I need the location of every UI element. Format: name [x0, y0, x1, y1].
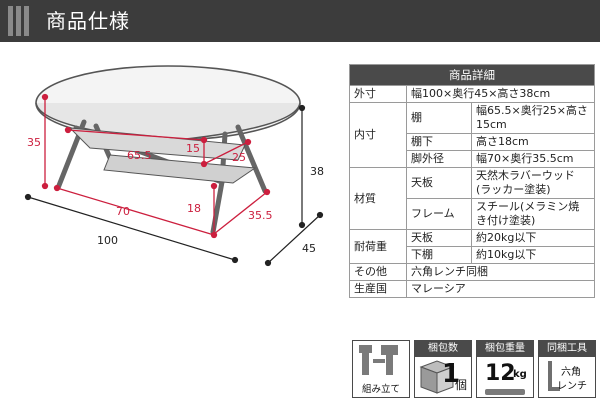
spec-value: マレーシア: [406, 280, 595, 298]
spec-row: 材質 天板 天然木ラバーウッド(ラッカー塗装): [349, 167, 595, 230]
spec-sublabel: 棚下: [406, 133, 472, 151]
spec-label: 材質: [349, 167, 407, 230]
label-shelf-width: 65.5: [127, 149, 152, 162]
spec-sublabel: 天板: [406, 167, 472, 199]
header-stripe: [8, 6, 13, 36]
spec-value: 天然木ラバーウッド(ラッカー塗装): [471, 167, 595, 199]
label-shelf-height: 15: [186, 142, 200, 155]
label-total-depth: 45: [302, 242, 316, 255]
label-leg-depth: 35.5: [248, 209, 273, 222]
red-dimension-lines: [41, 93, 271, 239]
scale-icon: [485, 389, 525, 395]
included-tool-badge: 同梱工具 六角 レンチ: [538, 340, 596, 398]
spec-label: 内寸: [349, 102, 407, 168]
spec-value: 幅70×奥行35.5cm: [471, 150, 595, 168]
spec-sublabel: 棚: [406, 102, 472, 134]
package-count-unit: 個: [455, 378, 468, 392]
info-badges: 組み立て 梱包数 1 個 梱包重量 12 kg 同梱工具 六角 レンチ: [352, 340, 598, 402]
overall-dimension-lines: [24, 104, 324, 267]
package-weight-unit: kg: [513, 369, 527, 380]
spec-label: 耐荷重: [349, 229, 407, 264]
spec-row: 外寸 幅100×奥行45×高さ38cm: [349, 85, 595, 103]
label-leg-shelf-height: 18: [187, 202, 201, 215]
spec-table-title: 商品詳細: [349, 64, 595, 86]
wrench-icon: [548, 361, 560, 391]
spec-sublabel: 下棚: [406, 246, 472, 264]
spec-sublabel: フレーム: [406, 198, 472, 230]
package-count-caption: 梱包数: [415, 341, 471, 357]
spec-value: 六角レンチ同梱: [406, 263, 595, 281]
package-weight-caption: 梱包重量: [477, 341, 533, 357]
box-icon: [419, 360, 455, 394]
spec-value: 約10kg以下: [471, 246, 595, 264]
spec-row: 脚外径 幅70×奥行35.5cm: [350, 150, 595, 168]
spec-table: 商品詳細 外寸 幅100×奥行45×高さ38cm 内寸 棚 幅65.5×奥行25…: [349, 64, 595, 298]
label-total-height: 38: [310, 165, 324, 178]
package-weight-value: 12: [485, 361, 516, 386]
spec-value: 幅100×奥行45×高さ38cm: [406, 85, 595, 103]
package-count-value: 1: [442, 359, 461, 389]
spec-row: 内寸 棚 幅65.5×奥行25×高さ15cm: [349, 102, 595, 168]
table-dimension-diagram: 35 65.5 15 25 70 18 35.5 38 45 100: [24, 65, 324, 267]
tools-icon: [359, 345, 398, 375]
spec-value: 約20kg以下: [471, 229, 595, 247]
spec-label: その他: [349, 263, 407, 281]
spec-row: 生産国 マレーシア: [349, 280, 595, 298]
label-shelf-depth: 25: [232, 151, 246, 164]
spec-label: 生産国: [349, 280, 407, 298]
included-tool-line2: レンチ: [557, 381, 587, 392]
spec-value: スチール(メラミン焼き付け塗装): [471, 198, 595, 230]
spec-sublabel: 脚外径: [406, 150, 472, 168]
label-total-width: 100: [97, 234, 118, 247]
assembly-label: 組み立て: [361, 384, 400, 395]
header-stripe: [24, 6, 29, 36]
spec-sublabel: 天板: [406, 229, 472, 247]
label-leg-width: 70: [116, 205, 130, 218]
spec-label: 外寸: [349, 85, 407, 103]
page-title: 商品仕様: [46, 9, 130, 33]
label-frame-height: 35: [27, 136, 41, 149]
spec-value: 高さ18cm: [471, 133, 595, 151]
dimension-labels: 35 65.5 15 25 70 18 35.5 38 45 100: [27, 136, 324, 255]
spec-row: フレーム スチール(メラミン焼き付け塗装): [350, 198, 595, 230]
assembly-badge: 組み立て: [352, 340, 410, 398]
header-stripe: [16, 6, 21, 36]
included-tool-line1: 六角: [561, 367, 581, 378]
package-weight-badge: 梱包重量 12 kg: [476, 340, 534, 398]
spec-row: その他 六角レンチ同梱: [349, 263, 595, 281]
spec-row: 耐荷重 天板 約20kg以下: [349, 229, 595, 264]
page-header: 商品仕様: [0, 0, 600, 42]
spec-value: 幅65.5×奥行25×高さ15cm: [471, 102, 595, 134]
package-count-badge: 梱包数 1 個: [414, 340, 472, 398]
included-tool-caption: 同梱工具: [539, 341, 595, 357]
